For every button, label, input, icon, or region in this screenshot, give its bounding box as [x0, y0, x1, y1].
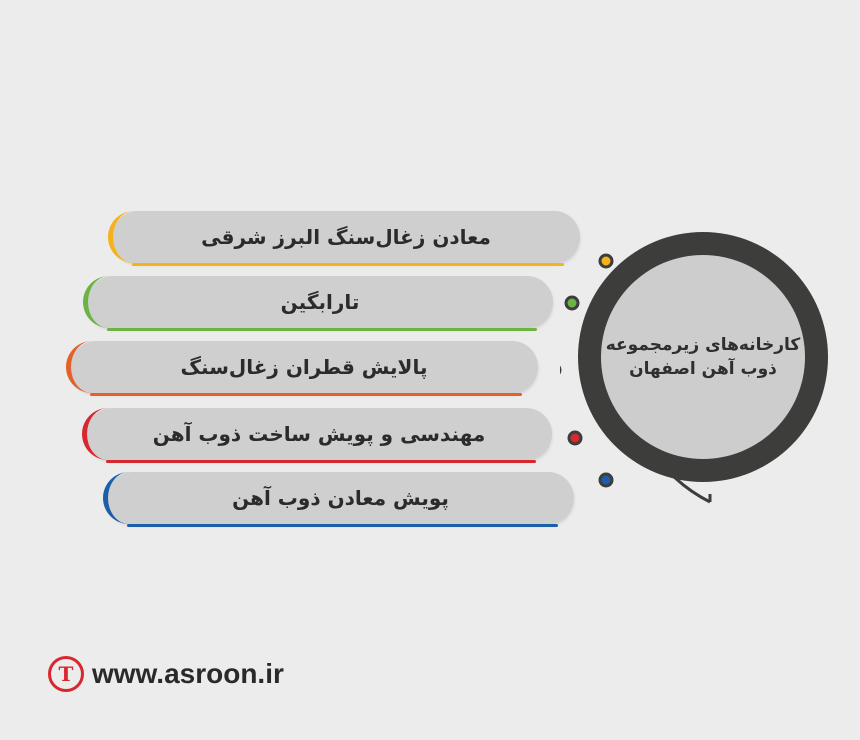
item-pill-4: مهندسی و پویش ساخت ذوب آهن: [82, 408, 552, 463]
item-label: مهندسی و پویش ساخت ذوب آهن: [152, 422, 486, 446]
item-pill-3: پالایش قطران زغال‌سنگ: [66, 341, 538, 396]
item-label: پالایش قطران زغال‌سنگ: [180, 355, 428, 379]
pill-accent: [103, 472, 148, 524]
pill-underline: [106, 460, 536, 463]
connector-dot-1: [598, 253, 614, 269]
pill-accent: [83, 276, 128, 328]
pill-accent: [108, 211, 153, 263]
pill-underline: [107, 328, 537, 331]
connector-dot-2: [564, 295, 580, 311]
hub-center: کارخانه‌های زیرمجموعه ذوب آهن اصفهان: [601, 255, 805, 459]
item-pill-5: پویش معادن ذوب آهن: [103, 472, 574, 527]
pill-underline: [90, 393, 522, 396]
connector-dot-5: [598, 472, 614, 488]
item-pill-1: معادن زغال‌سنگ البرز شرقی: [108, 211, 580, 266]
hub-title-line-1: کارخانه‌های زیرمجموعه: [605, 335, 801, 355]
brand-logo[interactable]: T www.asroon.ir: [48, 656, 284, 692]
pill-accent: [66, 341, 111, 393]
asroon-logo-icon: T: [48, 656, 84, 692]
pill-underline: [127, 524, 558, 527]
pill-accent: [82, 408, 127, 460]
brand-url[interactable]: www.asroon.ir: [92, 658, 284, 689]
item-label: معادن زغال‌سنگ البرز شرقی: [201, 225, 491, 249]
connector-dot-4: [567, 430, 583, 446]
item-pill-2: تارابگین: [83, 276, 553, 331]
hub-title-line-2: ذوب آهن اصفهان: [629, 359, 777, 379]
item-label: پویش معادن ذوب آهن: [232, 486, 449, 510]
item-label: تارابگین: [280, 290, 360, 314]
pill-underline: [132, 263, 564, 266]
